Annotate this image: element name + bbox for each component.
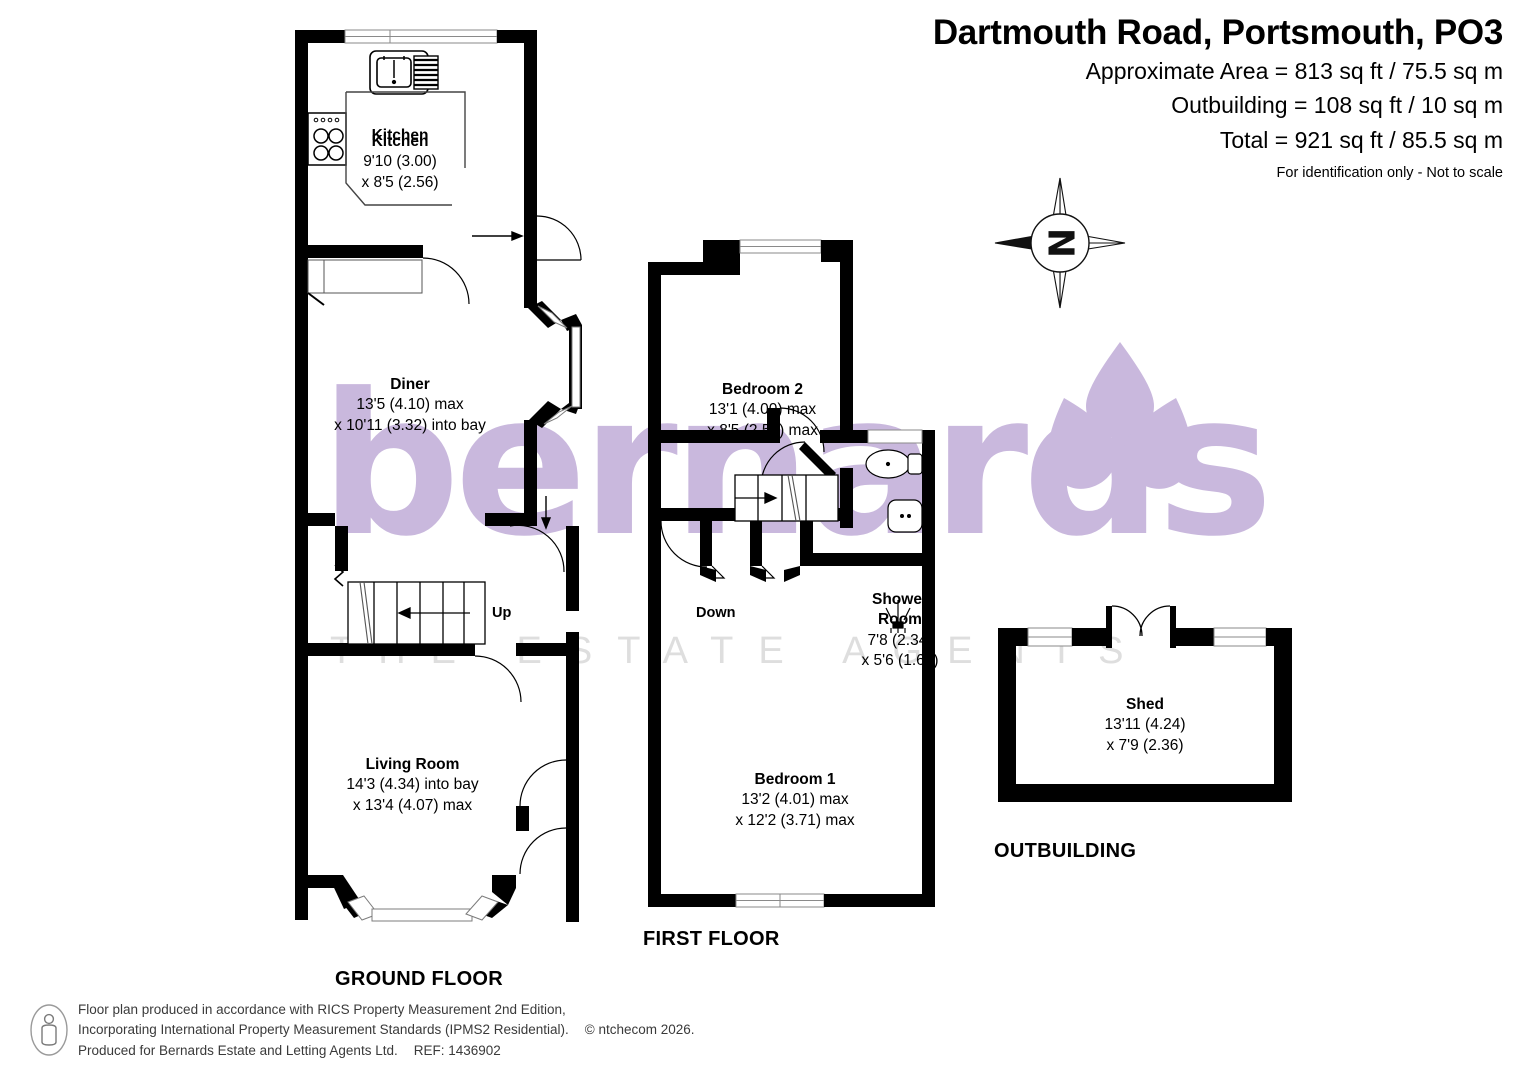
room-dim2-kitchen: x 8'5 (2.56) — [361, 173, 439, 191]
stairs-up-arrow — [397, 606, 470, 620]
total-area-text: Total = 921 sq ft / 85.5 sq m — [1219, 126, 1503, 153]
room-dim1-living: 14'3 (4.34) into bay — [346, 776, 479, 794]
room-name-shower-line1: Shower — [872, 591, 928, 608]
shower-head-icon — [885, 600, 911, 633]
hob-icon — [307, 112, 347, 166]
room-label-living: Living Room 14'3 (4.34) into bay x 13'4 … — [305, 755, 520, 816]
stairs-down-arrow — [735, 491, 778, 505]
basin-icon — [887, 499, 923, 533]
footer-line-3: Produced for Bernards Estate and Letting… — [78, 1041, 695, 1061]
outbuilding-area-text: Outbuilding = 108 sq ft / 10 sq m — [1171, 92, 1503, 119]
footer-line-1: Floor plan produced in accordance with R… — [78, 1002, 566, 1017]
living-door — [474, 655, 522, 703]
front-door-outer — [519, 827, 567, 875]
room-dim2-shower: x 5'6 (1.67) — [861, 652, 939, 670]
toilet-icon — [865, 449, 923, 479]
room-name-kitchen: Kitchen — [372, 127, 429, 144]
footer-line-2-main: Incorporating International Property Mea… — [78, 1022, 569, 1038]
kitchen-door-arrow — [472, 230, 524, 242]
room-name-bedroom2: Bedroom 2 — [722, 381, 803, 398]
room-dim1-shower: 7'8 (2.34) — [867, 631, 933, 649]
first-floor-title: FIRST FLOOR — [643, 928, 780, 950]
room-dim2-living: x 13'4 (4.07) max — [352, 796, 473, 814]
outbuilding-title: OUTBUILDING — [994, 840, 1137, 862]
room-label-shed: Shed 13'11 (4.24) x 7'9 (2.36) — [1085, 695, 1205, 756]
front-door-inner — [519, 759, 567, 807]
room-name-shower-line2: Room — [878, 611, 922, 629]
person-icon — [30, 1004, 68, 1056]
outbuilding-svg — [998, 605, 1292, 802]
stairs-up-label: Up — [492, 605, 512, 621]
footer-copyright: © ntchecom 2026. — [584, 1022, 695, 1038]
disclaimer-text: For identification only - Not to scale — [1276, 165, 1503, 182]
room-dim1-shed: 13'11 (4.24) — [1104, 716, 1186, 734]
room-name-kitchen-text: Kitchen — [371, 133, 429, 150]
room-dim2-bedroom1: x 12'2 (3.71) max — [735, 811, 855, 829]
room-dim2-diner: x 10'11 (3.32) into bay — [334, 416, 486, 434]
room-dim1-bedroom1: 13'2 (4.01) max — [741, 791, 849, 809]
room-name-diner: Diner — [390, 376, 430, 393]
hall-door-upper — [509, 524, 565, 573]
room-dim2-shed: x 7'9 (2.36) — [1106, 736, 1184, 754]
first-floor-svg — [648, 239, 935, 908]
room-dim1-bedroom2: 13'1 (4.00) max — [708, 401, 817, 419]
room-label-kitchen: Kitchen 9'10 (3.00) x 8'5 (2.56) — [320, 132, 480, 193]
room-name-living: Living Room — [365, 756, 460, 773]
ground-floor-svg: Kitchen — [295, 29, 582, 922]
footer-text: Floor plan produced in accordance with R… — [78, 1000, 695, 1061]
page-title: Dartmouth Road, Portsmouth, PO3 — [932, 13, 1503, 52]
header: Dartmouth Road, Portsmouth, PO3 Approxim… — [783, 13, 1503, 182]
stairs-down-label: Down — [696, 605, 736, 621]
first-floor-plan: Bedroom 2 13'1 (4.00) max x 8'5 (2.57) m… — [640, 230, 970, 930]
trefoil-logo-icon — [1030, 340, 1210, 490]
diner-door — [422, 257, 470, 305]
compass-rose: N — [985, 168, 1135, 318]
room-name-bedroom1: Bedroom 1 — [754, 771, 836, 788]
footer-line-3-main: Produced for Bernards Estate and Letting… — [78, 1042, 398, 1058]
bedroom2-door — [779, 407, 825, 453]
room-dim2-bedroom2: x 8'5 (2.57) max — [707, 421, 818, 439]
outbuilding-plan: Shed 13'11 (4.24) x 7'9 (2.36) — [990, 590, 1320, 820]
room-dim1-kitchen: 9'10 (3.00) — [363, 153, 437, 171]
shed-double-door — [1111, 605, 1171, 637]
room-name-shed: Shed — [1126, 696, 1164, 713]
landing-door — [660, 520, 708, 568]
room-label-diner: Diner 13'5 (4.10) max x 10'11 (3.32) int… — [300, 375, 520, 436]
ground-floor-plan: Kitchen Kitchen 9'10 (3.00) x 8'5 (2.56)… — [280, 20, 600, 980]
room-dim1-diner: 13'5 (4.10) max — [356, 396, 464, 414]
footer-ref: REF: 1436902 — [413, 1042, 501, 1058]
ground-floor-title: GROUND FLOOR — [335, 968, 504, 990]
footer-line-2: Incorporating International Property Mea… — [78, 1020, 695, 1040]
approx-area-text: Approximate Area = 813 sq ft / 75.5 sq m — [1085, 57, 1503, 84]
room-label-bedroom2: Bedroom 2 13'1 (4.00) max x 8'5 (2.57) m… — [680, 380, 845, 441]
room-label-shower: Shower Room 7'8 (2.34) x 5'6 (1.67) — [846, 590, 954, 672]
room-label-bedroom1: Bedroom 1 13'2 (4.01) max x 12'2 (3.71) … — [705, 770, 885, 831]
kitchen-door — [536, 215, 582, 261]
hall-entry-arrow — [540, 496, 552, 530]
draining-board-icon — [413, 55, 439, 90]
compass-north-letter: N — [1040, 228, 1081, 258]
